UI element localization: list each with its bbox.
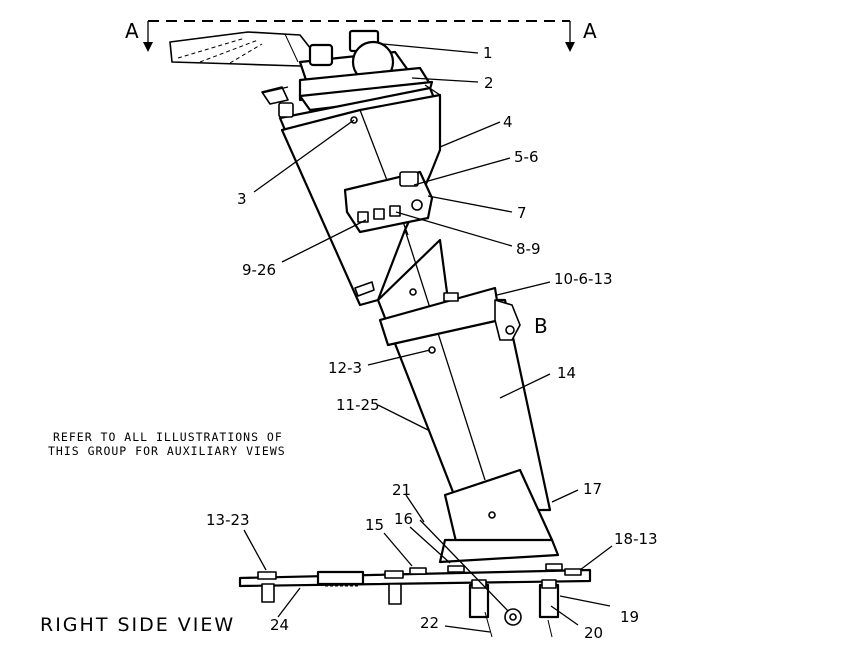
- callout-17: 17: [583, 480, 602, 498]
- callout-20: 20: [584, 624, 603, 642]
- view-title: RIGHT SIDE VIEW: [40, 614, 235, 636]
- callout-10-6-13: 10-6-13: [554, 270, 613, 288]
- callout-15: 15: [365, 516, 384, 534]
- callout-19: 19: [620, 608, 639, 626]
- t-handle: [261, 86, 294, 118]
- callout-18-13: 18-13: [614, 530, 658, 548]
- section-arrow-right-icon: [565, 42, 575, 52]
- leader-lines: [243, 43, 613, 633]
- callout-22: 22: [420, 614, 439, 632]
- callout-2: 2: [484, 74, 494, 92]
- callout-11-25: 11-25: [336, 396, 380, 414]
- top-control-assembly: [278, 29, 436, 132]
- callout-9-26: 9-26: [242, 261, 276, 279]
- collar-bracket: [378, 286, 521, 347]
- note-line-1: REFER TO ALL ILLUSTRATIONS OF: [53, 430, 283, 444]
- callout-12-3: 12-3: [328, 359, 362, 377]
- lower-linkage: [419, 519, 560, 638]
- callout-24: 24: [270, 616, 289, 634]
- floor-plate: [238, 563, 592, 605]
- callout-8-9: 8-9: [516, 240, 541, 258]
- control-lever: [169, 31, 319, 67]
- callout-1: 1: [483, 44, 493, 62]
- callout-16: 16: [394, 510, 413, 528]
- section-line-a-a: [143, 20, 575, 52]
- section-arrow-left-icon: [143, 42, 153, 52]
- callout-3: 3: [237, 190, 247, 208]
- callout-4: 4: [503, 113, 513, 131]
- callout-13-23: 13-23: [206, 511, 250, 529]
- switch-block: [343, 170, 434, 234]
- note-line-2: THIS GROUP FOR AUXILIARY VIEWS: [48, 444, 286, 458]
- left-tab: [354, 281, 375, 297]
- callout-14: 14: [557, 364, 576, 382]
- detail-marker-b: B: [534, 314, 548, 338]
- section-marker-right: A: [583, 19, 597, 43]
- section-marker-left: A: [125, 19, 139, 43]
- callout-5-6: 5-6: [514, 148, 539, 166]
- callout-21: 21: [392, 481, 411, 499]
- callout-7: 7: [517, 204, 527, 222]
- column-tube: [376, 229, 552, 512]
